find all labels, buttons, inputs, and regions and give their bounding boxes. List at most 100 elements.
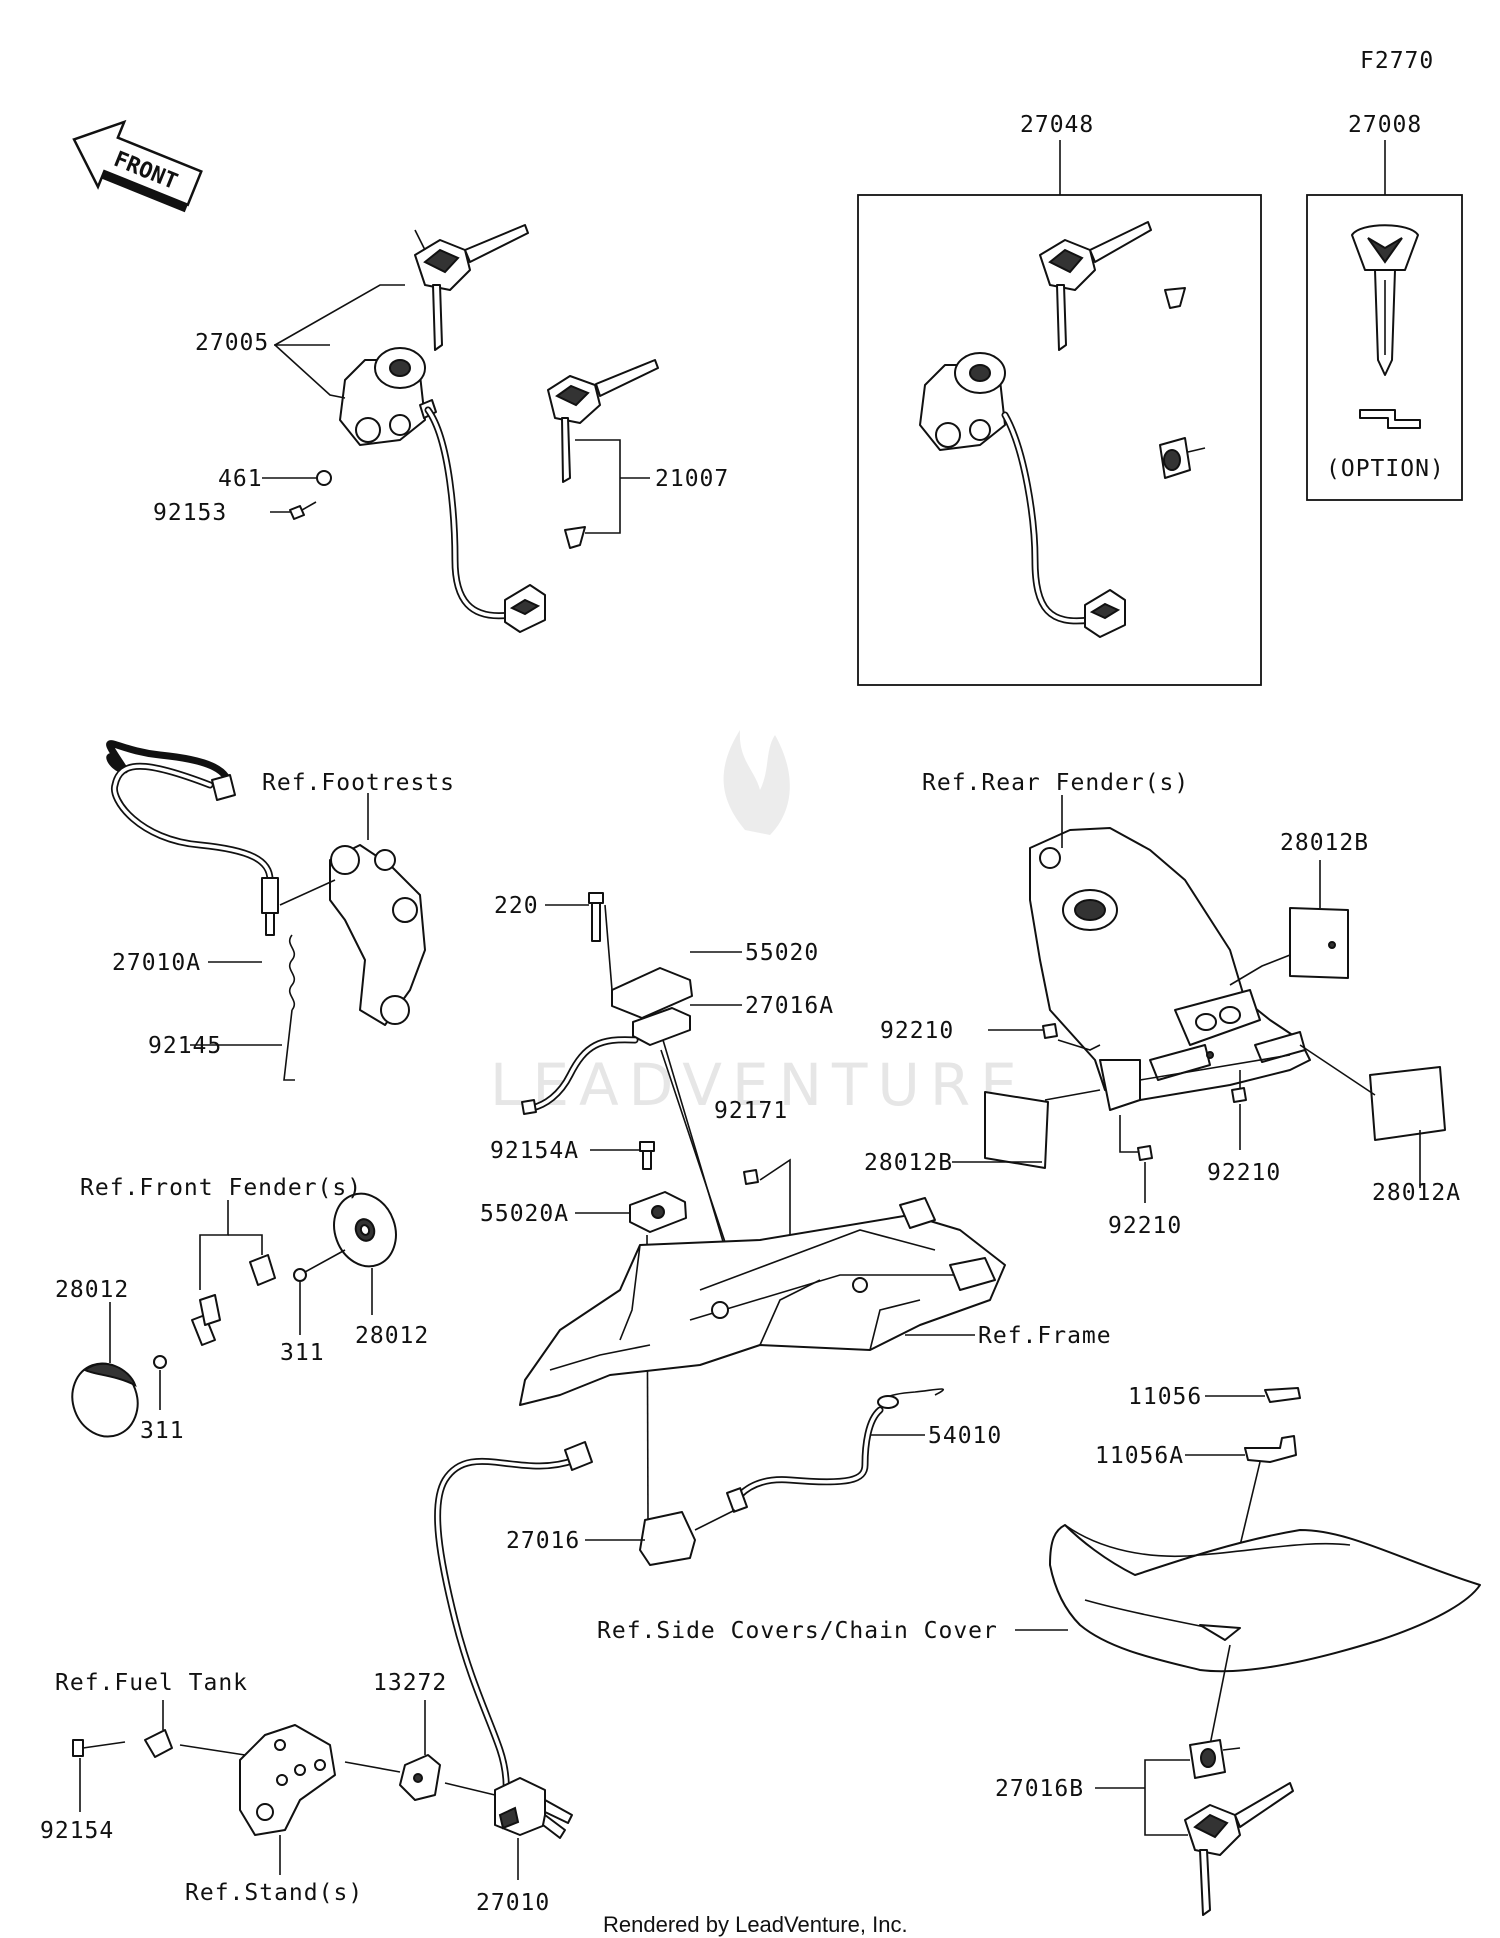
key-27016B-icon [1184, 1782, 1294, 1916]
seat-lock-kit-icon [1159, 437, 1206, 479]
rear-fender-icon [1029, 827, 1311, 1111]
label-28012-right: 28012 [355, 1323, 429, 1349]
washer-461-icon [316, 470, 332, 486]
footer-credit: Rendered by LeadVenture, Inc. [603, 1912, 908, 1937]
reflector-28012B-top-icon [1289, 907, 1349, 979]
label-ref-fuel-tank: Ref.Fuel Tank [55, 1670, 248, 1696]
connector-icon [504, 584, 546, 633]
label-27016A: 27016A [745, 993, 834, 1019]
label-27016B: 27016B [995, 1776, 1084, 1802]
connector-27010A-icon [211, 774, 236, 801]
reflector-28012-left-icon [71, 1362, 139, 1438]
seat-lock-assembly [521, 892, 791, 1521]
key-cut-profile-icon [1359, 409, 1421, 429]
key-box-option-note: (OPTION) [1326, 456, 1445, 482]
bolt-92154-icon [72, 1739, 126, 1757]
reflector-28012B-left-icon [984, 1091, 1049, 1169]
label-92154: 92154 [40, 1818, 114, 1844]
stud-left-icon [191, 1294, 221, 1346]
bracket-stand-icon [239, 1724, 336, 1836]
nut-92210-c-icon [1137, 1145, 1153, 1161]
label-ref-footrests: Ref.Footrests [262, 770, 455, 796]
label-ref-side-covers: Ref.Side Covers/Chain Cover [597, 1618, 998, 1644]
stud-right-icon [249, 1254, 276, 1286]
figure-code: F2770 [1360, 48, 1434, 74]
nut-92171-icon [743, 1169, 759, 1185]
label-92171: 92171 [714, 1098, 788, 1124]
label-92145: 92145 [148, 1033, 222, 1059]
nut-311-right-icon [293, 1268, 307, 1282]
nut-92210-a-icon [1042, 1023, 1058, 1039]
key-21007-icon [547, 359, 659, 549]
bolt-92153-icon [289, 501, 317, 520]
label-28012B-top: 28012B [1280, 830, 1369, 856]
label-27010A: 27010A [112, 950, 201, 976]
label-ref-front-fender: Ref.Front Fender(s) [80, 1175, 362, 1201]
side-stand-switch-assembly [72, 1441, 593, 1880]
ignition-switch-assembly [262, 224, 659, 633]
footrest-bracket-icon [329, 844, 426, 1026]
seat-lock-cable-assembly [585, 1388, 944, 1566]
label-311-right: 311 [280, 1340, 325, 1366]
helmet-lock-27016B-icon [1189, 1739, 1241, 1779]
label-28012A: 28012A [1372, 1180, 1461, 1206]
switch-27010A-icon [261, 877, 279, 936]
key-27005-icon [414, 224, 529, 351]
label-92154A: 92154A [490, 1138, 579, 1164]
label-28012B-left: 28012B [864, 1150, 953, 1176]
label-ref-rear-fender: Ref.Rear Fender(s) [922, 770, 1189, 796]
label-27048: 27048 [1020, 112, 1094, 138]
label-27010: 27010 [476, 1890, 550, 1916]
label-27008: 27008 [1348, 112, 1422, 138]
ignition-cylinder-kit-icon [919, 352, 1006, 451]
label-21007: 21007 [655, 466, 729, 492]
label-55020: 55020 [745, 940, 819, 966]
label-461: 461 [218, 466, 263, 492]
lock-27016A-icon [632, 1007, 691, 1046]
spring-92145-icon [283, 934, 296, 1081]
reflector-28012A-icon [1369, 1066, 1446, 1141]
label-54010: 54010 [928, 1423, 1002, 1449]
side-cover-icon [1049, 1524, 1481, 1673]
helmet-lock-assembly [1015, 1387, 1481, 1916]
ignition-cylinder-icon [339, 347, 437, 446]
lock-27016-icon [639, 1511, 696, 1566]
pin-11056-icon [1264, 1387, 1301, 1403]
nut-311-left-icon [153, 1355, 167, 1369]
label-11056A: 11056A [1095, 1443, 1184, 1469]
label-220: 220 [494, 893, 539, 919]
label-92210-b: 92210 [1207, 1160, 1281, 1186]
label-ref-frame: Ref.Frame [978, 1323, 1112, 1349]
kit-box-27048 [857, 140, 1262, 686]
bracket-11056A-icon [1244, 1435, 1297, 1463]
front-direction-arrow-icon: FRONT [72, 119, 203, 213]
label-27016: 27016 [506, 1528, 580, 1554]
connector-kit-icon [1084, 589, 1126, 638]
footrest-switch-assembly [106, 740, 426, 1081]
cap-kit-icon [1164, 287, 1186, 309]
label-92210-c: 92210 [1108, 1213, 1182, 1239]
cap-21007-icon [564, 526, 586, 549]
blank-key-icon [1351, 224, 1419, 376]
switch-27010-icon [494, 1777, 573, 1839]
connector-27010-icon [564, 1441, 593, 1471]
nut-92210-b-icon [1231, 1087, 1247, 1103]
front-fender-reflectors [71, 1192, 397, 1438]
label-28012-left: 28012 [55, 1277, 129, 1303]
label-27005: 27005 [195, 330, 269, 356]
key-box-27008 [1306, 140, 1463, 501]
label-92210-a: 92210 [880, 1018, 954, 1044]
flame-logo-icon [723, 730, 790, 835]
clamp-fuel-tank-icon [144, 1729, 173, 1758]
key-kit-icon [1039, 221, 1152, 351]
label-11056: 11056 [1128, 1384, 1202, 1410]
label-55020A: 55020A [480, 1201, 569, 1227]
label-13272: 13272 [373, 1670, 447, 1696]
label-311-left: 311 [140, 1418, 185, 1444]
bolt-92154A-icon [639, 1141, 655, 1170]
label-ref-stand: Ref.Stand(s) [185, 1880, 363, 1906]
plate-55020-icon [611, 967, 693, 1019]
bolt-220-icon [588, 892, 604, 942]
reflector-28012-right-icon [333, 1192, 397, 1268]
